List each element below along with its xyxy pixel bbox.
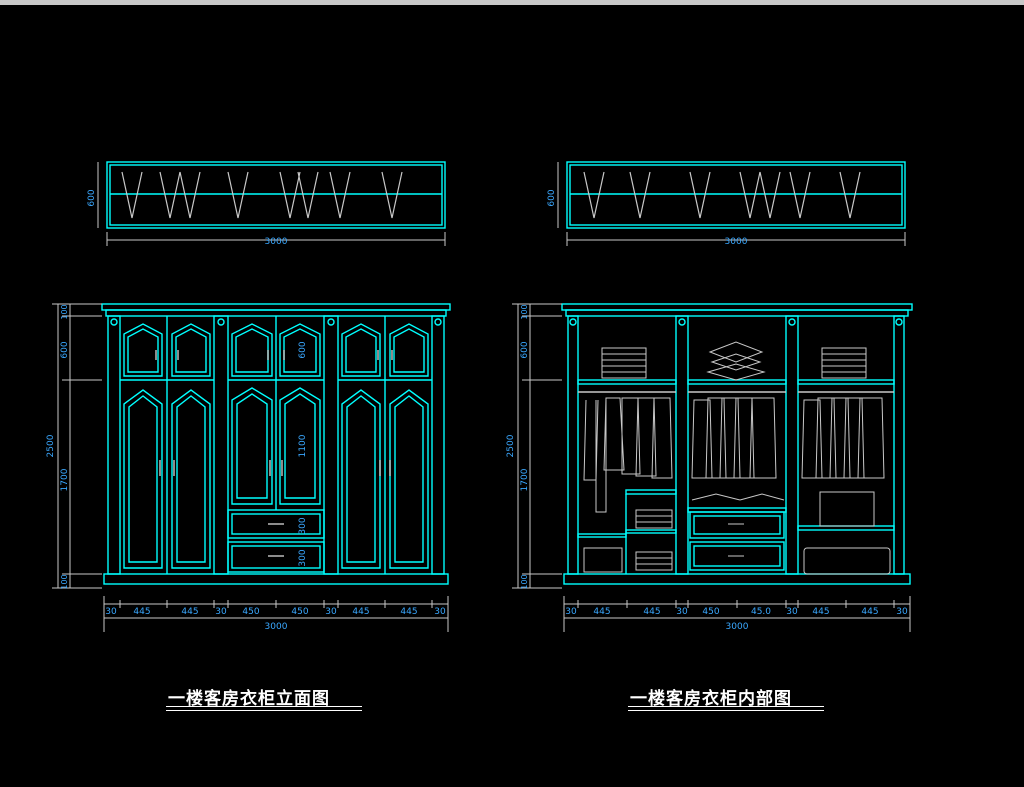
left-horizontal-dimension [103, 596, 449, 632]
right-width-seg-3: 445 [643, 607, 660, 617]
right-width-segment-labels: 30 445 445 30 450 45.0 30 445 445 30 [565, 607, 908, 617]
left-width-segment-labels: 30 445 445 30 450 450 30 445 445 30 [105, 607, 446, 617]
left-mid-label-3: 300 [298, 517, 308, 534]
right-horizontal-dimension [563, 596, 911, 632]
left-width-seg-8: 445 [352, 607, 369, 617]
left-title-underline-thin [166, 710, 362, 711]
left-top-plan [97, 161, 446, 246]
left-overall-width-label: 3000 [265, 622, 288, 632]
left-elevation [101, 303, 451, 585]
window-top-edge [0, 0, 1024, 5]
left-width-seg-3: 445 [181, 607, 198, 617]
left-width-seg-9: 445 [400, 607, 417, 617]
right-width-seg-8: 445 [812, 607, 829, 617]
right-width-seg-2: 445 [593, 607, 610, 617]
right-title-underline [628, 706, 824, 707]
right-overall-width-label: 3000 [726, 622, 749, 632]
folded-clothes-middle [706, 341, 766, 381]
right-height-seg-4: 100 [520, 574, 529, 589]
left-height-seg-1: 100 [60, 304, 69, 319]
right-top-width-label: 3000 [725, 237, 748, 247]
right-title-underline-thin [628, 710, 824, 711]
folded-clothes-left [601, 347, 647, 379]
right-width-seg-9: 445 [861, 607, 878, 617]
left-title-underline [166, 706, 362, 707]
left-drawing-title: 一楼客房衣柜立面图 [168, 689, 330, 709]
left-width-seg-5: 450 [242, 607, 259, 617]
right-width-seg-1: 30 [565, 607, 577, 617]
left-top-width-label: 3000 [265, 237, 288, 247]
hanging-clothes [583, 397, 885, 513]
left-height-seg-4: 100 [60, 574, 69, 589]
right-top-plan [557, 161, 906, 246]
left-width-seg-7: 30 [325, 607, 337, 617]
right-height-seg-1: 100 [520, 304, 529, 319]
left-vertical-dimension [52, 303, 102, 589]
left-width-seg-6: 450 [291, 607, 308, 617]
left-mid-label-2: 1100 [298, 434, 308, 457]
right-interior [561, 303, 913, 585]
right-vertical-dimension [512, 303, 562, 589]
left-width-seg-10: 30 [434, 607, 446, 617]
left-width-seg-4: 30 [215, 607, 227, 617]
folded-clothes-right [821, 347, 867, 379]
left-height-seg-2: 600 [60, 341, 70, 358]
right-width-seg-10: 30 [896, 607, 908, 617]
left-overall-height-label: 2500 [46, 434, 56, 457]
left-mid-label-1: 600 [298, 341, 308, 358]
left-height-seg-3: 1700 [60, 468, 70, 491]
left-top-height-label: 600 [87, 189, 97, 206]
right-width-seg-4: 30 [676, 607, 688, 617]
right-top-height-label: 600 [547, 189, 557, 206]
right-overall-height-label: 2500 [506, 434, 516, 457]
left-width-seg-1: 30 [105, 607, 117, 617]
right-height-seg-3: 1700 [520, 468, 530, 491]
right-height-seg-2: 600 [520, 341, 530, 358]
left-width-seg-2: 445 [133, 607, 150, 617]
right-width-seg-6: 45.0 [751, 607, 771, 617]
right-drawing-title: 一楼客房衣柜内部图 [630, 689, 792, 709]
right-width-seg-7: 30 [786, 607, 798, 617]
storage-items [583, 491, 891, 575]
right-width-seg-5: 450 [702, 607, 719, 617]
left-mid-label-4: 300 [298, 549, 308, 566]
